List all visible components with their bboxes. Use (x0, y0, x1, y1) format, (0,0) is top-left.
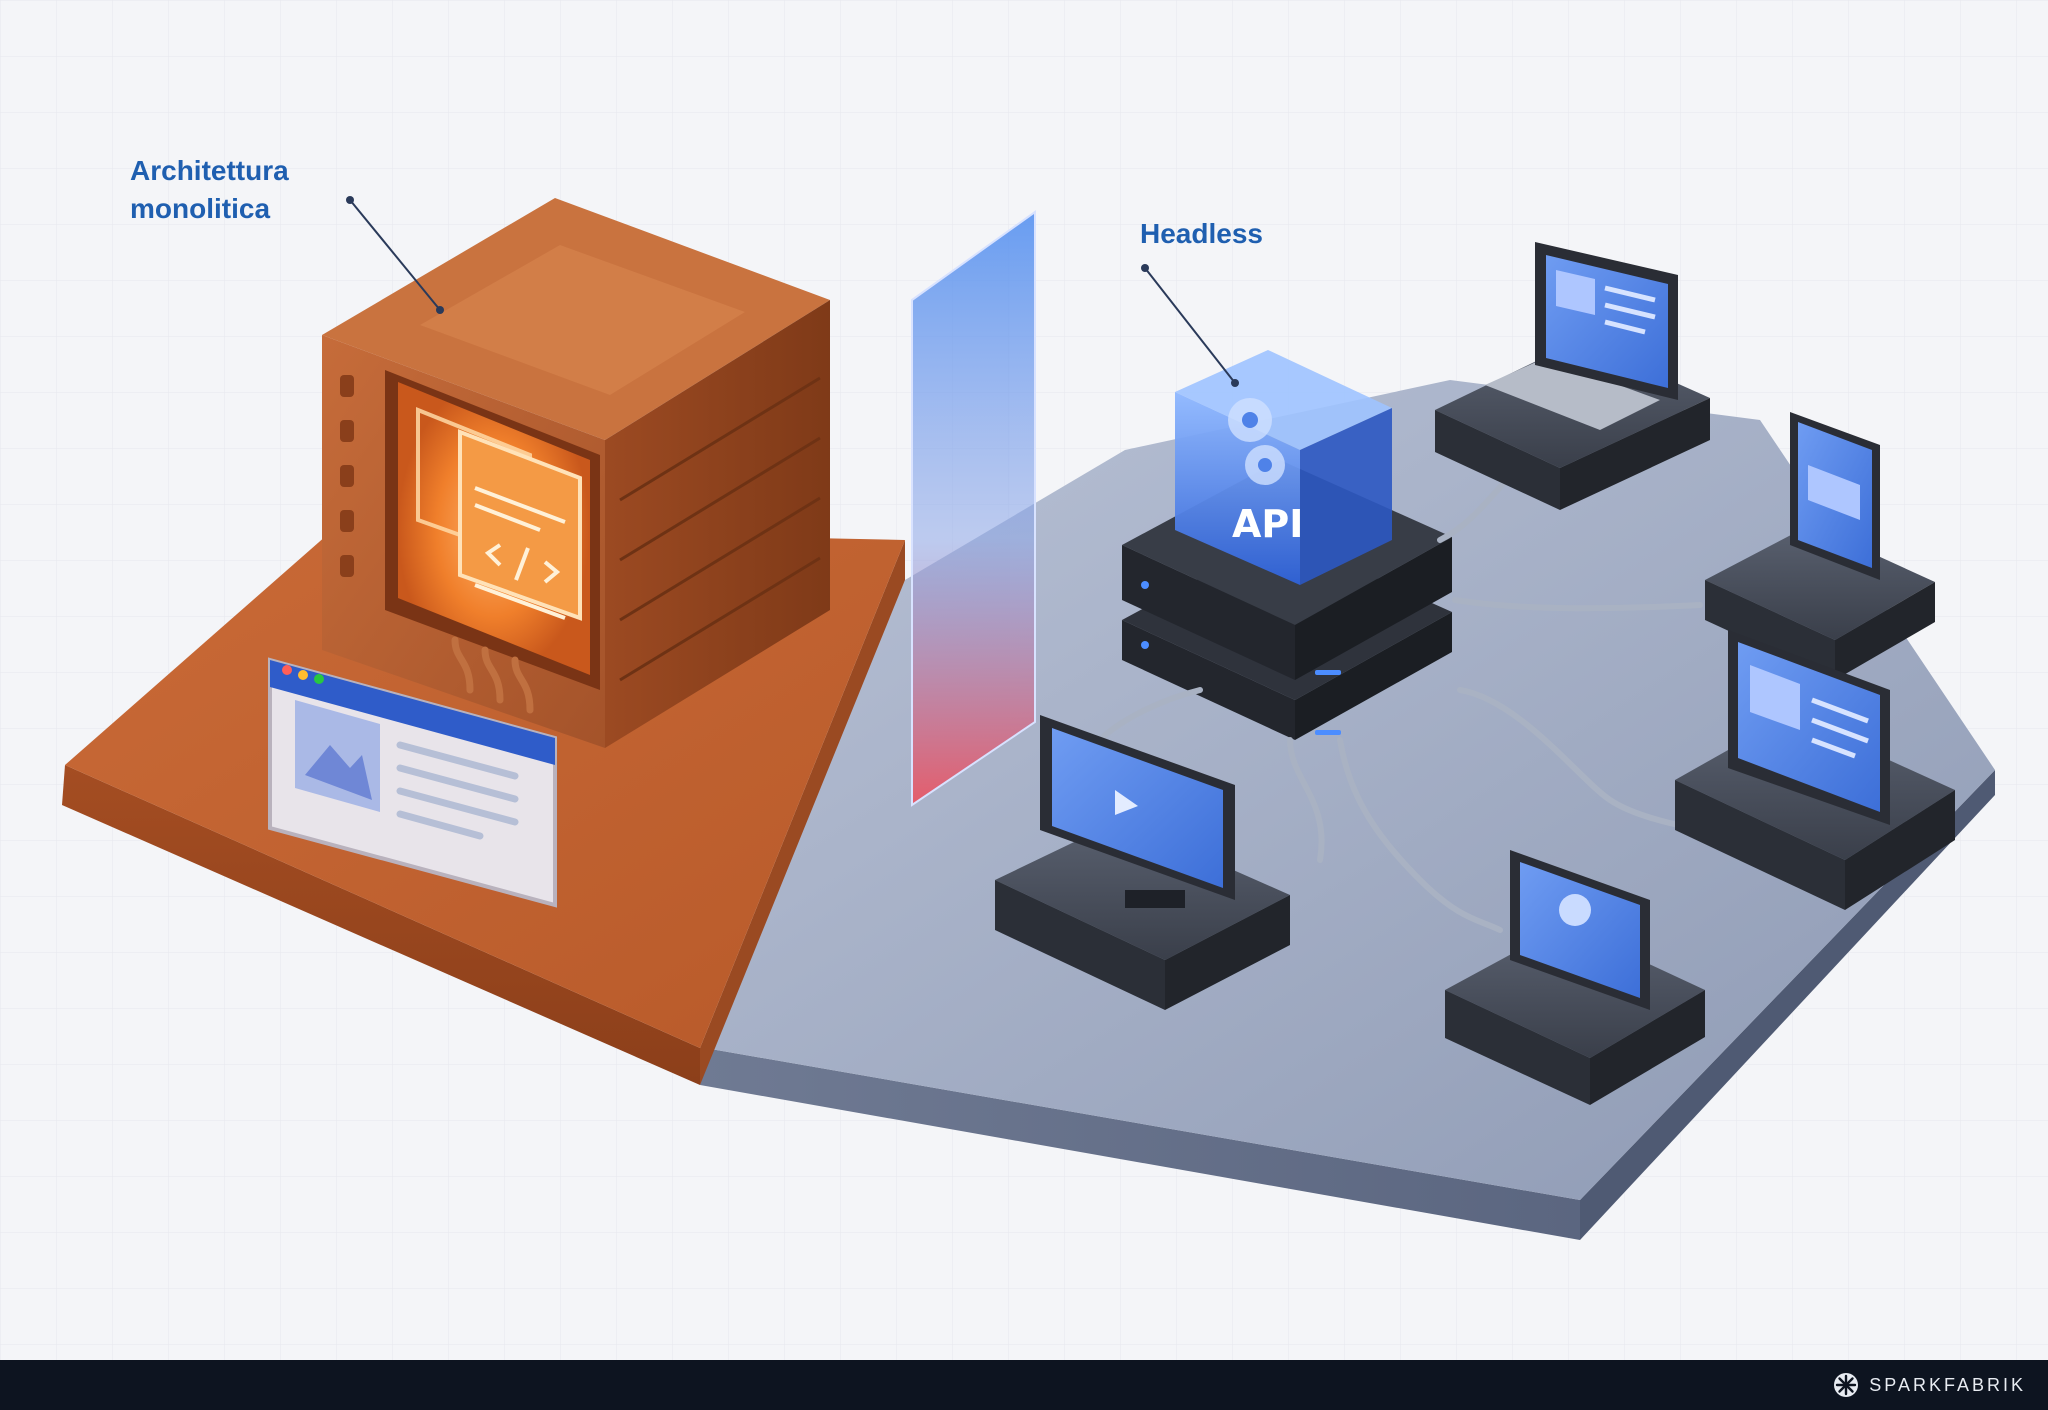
label-monolith-line1: Architettura (130, 155, 289, 186)
device-tablet (1675, 630, 1955, 910)
api-label: API (1232, 502, 1303, 546)
monolith-server (322, 198, 830, 748)
footer-bar: SPARKFABRIK (0, 1360, 2048, 1410)
device-smartphone (1705, 412, 1935, 680)
brand: SPARKFABRIK (1833, 1360, 2026, 1410)
brand-name: SPARKFABRIK (1869, 1374, 2026, 1395)
glass-divider (911, 210, 1036, 807)
play-icon (1115, 790, 1138, 815)
device-smart-tv (995, 715, 1290, 1010)
diagram-canvas: API (0, 0, 2048, 1360)
label-leaders (349, 199, 1236, 384)
device-laptop (1435, 242, 1710, 510)
label-monolith-line2: monolitica (130, 193, 270, 224)
code-window-icon (458, 429, 582, 621)
device-smartwatch (1445, 850, 1705, 1105)
label-headless: Headless (1140, 218, 1263, 249)
sparkfabrik-logo-icon (1834, 1373, 1859, 1397)
api-hub: API (1122, 350, 1452, 740)
monolith-webpage-card (268, 657, 557, 908)
weather-icon (1559, 894, 1591, 926)
